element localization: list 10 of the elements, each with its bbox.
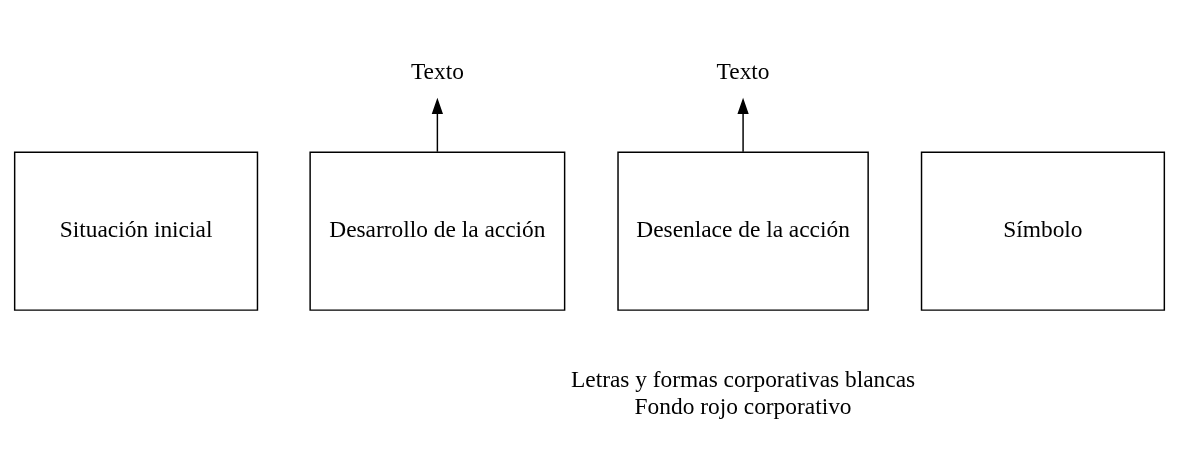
node-box: Situación inicial xyxy=(13,150,259,311)
label: Fondo rojo corporativo xyxy=(634,392,852,419)
node-box: Desarrollo de la acción xyxy=(309,150,566,311)
arrow xyxy=(431,97,443,152)
node-text: Texto xyxy=(410,57,464,84)
label: Letras y formas corporativas blancas xyxy=(570,365,916,392)
arrow xyxy=(737,97,749,152)
node-box: Símbolo xyxy=(920,150,1166,311)
node-box: Desenlace de la acción xyxy=(617,150,869,311)
node-text: Texto xyxy=(716,57,770,84)
